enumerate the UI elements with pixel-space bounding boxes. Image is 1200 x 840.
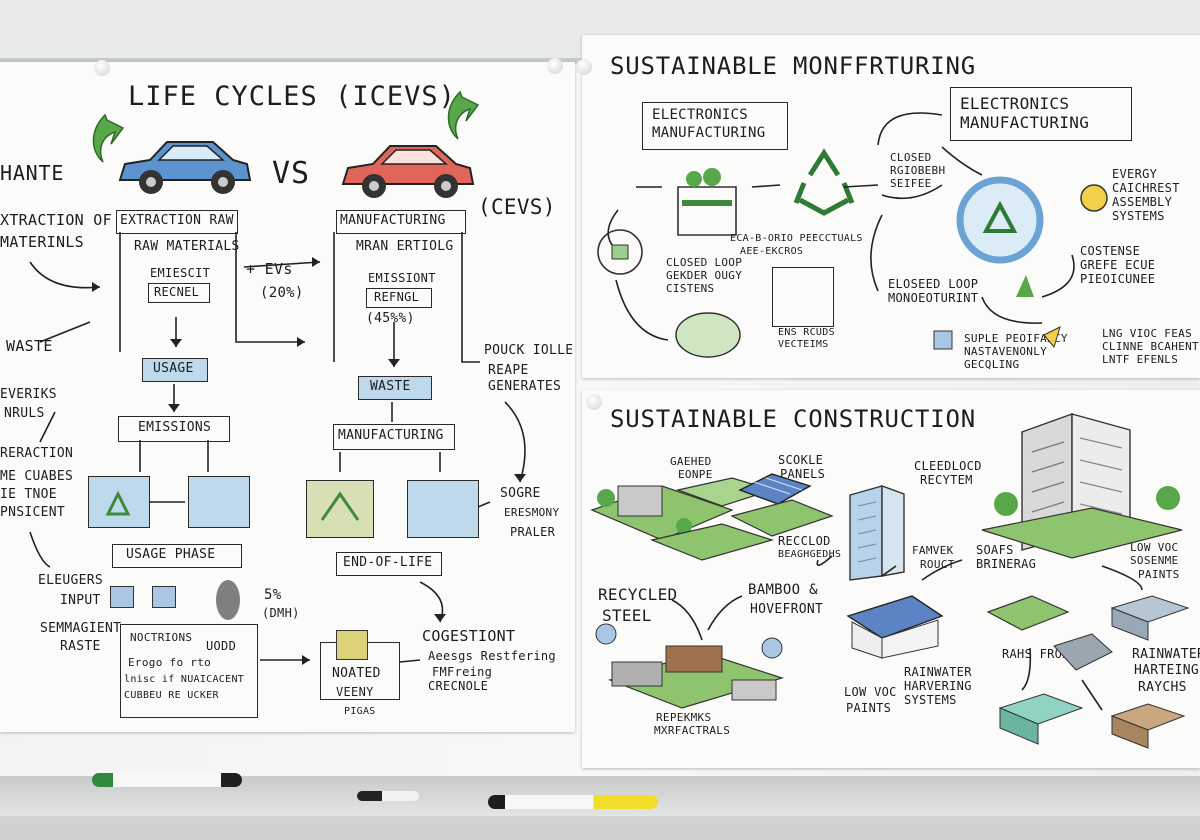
marker-green[interactable]	[92, 773, 242, 787]
recycle-icon	[796, 153, 852, 213]
building-icon	[982, 414, 1182, 558]
manufacturing-diagram	[582, 35, 1200, 378]
left-poster: LIFE CYCLES (ICEVS) VS (CEVS) HANTE XTRA…	[0, 62, 575, 732]
construction-illustration	[582, 390, 1200, 768]
top-right-poster: SUSTAINABLE MONFFRTURING ELECTRONICS MAN…	[582, 35, 1200, 378]
flow-arrows-left	[0, 62, 575, 732]
marker-yellow[interactable]	[488, 795, 658, 809]
bottom-right-poster: SUSTAINABLE CONSTRUCTION GAEHED EONPE SC…	[582, 390, 1200, 768]
marker-black[interactable]	[357, 791, 419, 801]
